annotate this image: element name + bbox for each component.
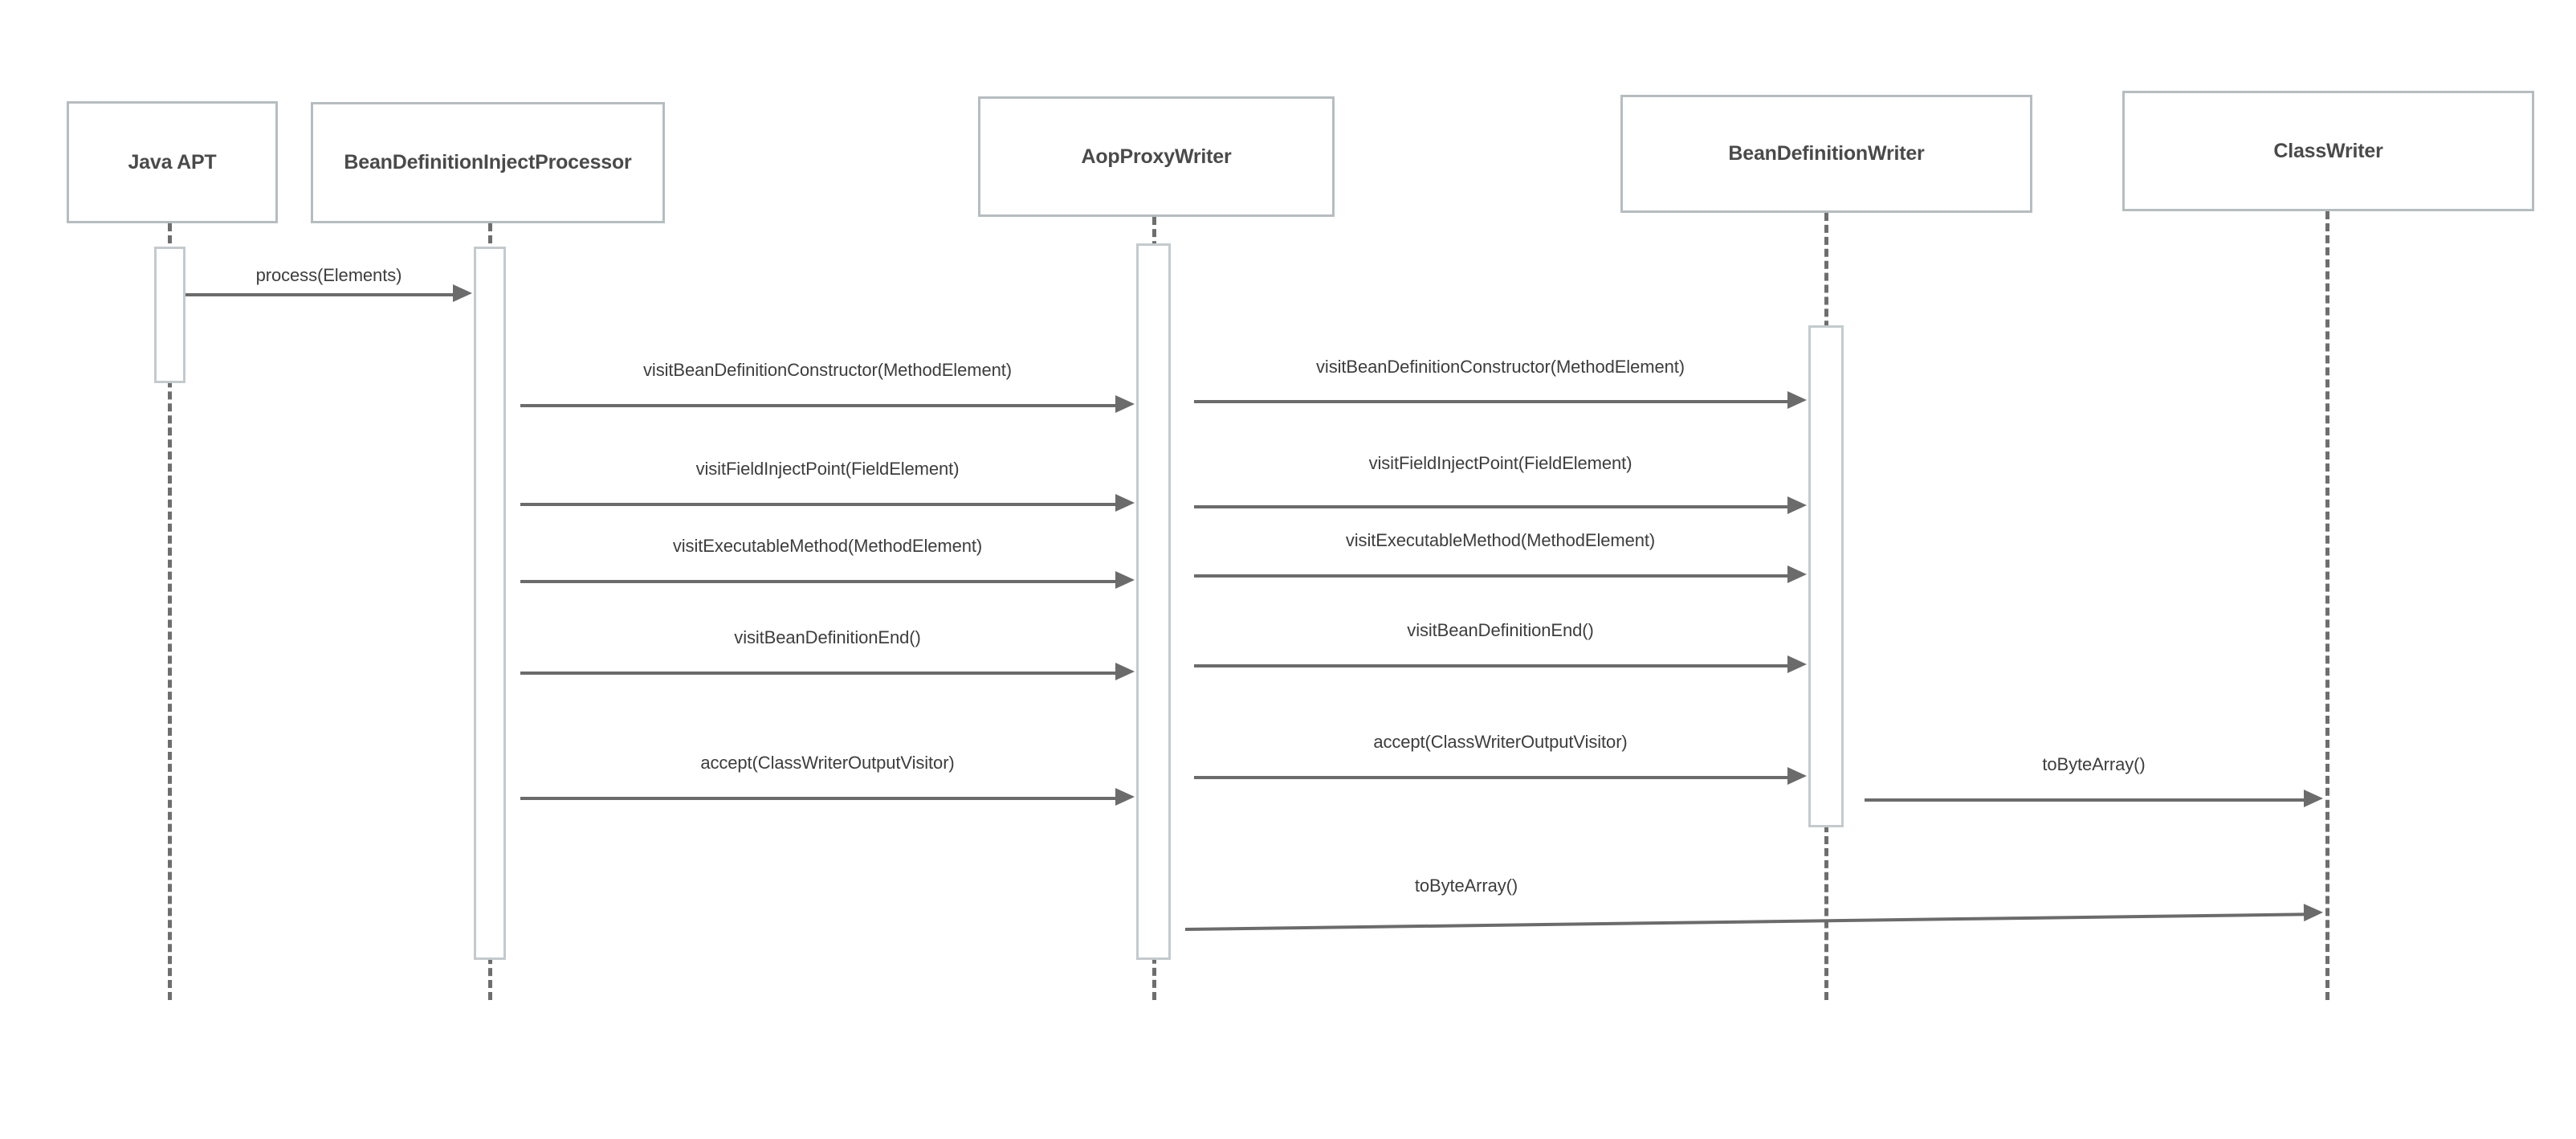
message-label-m12: toByteArray() [2042,754,2146,774]
message-label-m10: accept(ClassWriterOutputVisitor) [700,753,955,773]
message-arrowhead-m4 [1115,494,1135,512]
message-line-m2 [520,404,1120,407]
activation-bean-definition-inject-processor[interactable] [474,247,506,960]
message-line-m10 [520,797,1120,800]
message-line-m8 [520,672,1120,675]
message-label-m2: visitBeanDefinitionConstructor(MethodEle… [643,360,1012,380]
message-arrowhead-m5 [1787,496,1807,514]
message-line-m12 [1865,798,2309,802]
message-arrowhead-m7 [1787,565,1807,583]
participant-label: ClassWriter [2273,139,2383,162]
message-label-m5: visitFieldInjectPoint(FieldElement) [1368,453,1632,473]
activation-java-apt[interactable] [154,247,185,383]
lifeline-class-writer [2325,211,2329,1000]
message-label-m11: accept(ClassWriterOutputVisitor) [1373,732,1628,752]
participant-box-java-apt[interactable]: Java APT [67,101,278,223]
message-arrowhead-m10 [1115,788,1135,806]
message-line-m4 [520,503,1120,506]
participant-box-aop-proxy-writer[interactable]: AopProxyWriter [978,96,1335,217]
message-line-m11 [1194,776,1792,779]
message-arrowhead-m13 [2303,903,2324,922]
message-label-m4: visitFieldInjectPoint(FieldElement) [695,459,960,479]
message-arrowhead-m8 [1115,663,1135,680]
message-label-m6: visitExecutableMethod(MethodElement) [672,536,983,556]
message-line-m1 [185,293,458,296]
message-label-m1: process(Elements) [255,265,402,285]
message-line-m9 [1194,664,1792,667]
message-arrowhead-m1 [453,284,472,302]
participant-box-class-writer[interactable]: ClassWriter [2122,91,2534,211]
activation-aop-proxy-writer[interactable] [1136,243,1171,960]
message-arrowhead-m3 [1787,391,1807,409]
message-line-m7 [1194,574,1792,578]
participant-label: BeanDefinitionInjectProcessor [344,151,632,174]
message-arrowhead-m6 [1115,571,1135,589]
message-arrowhead-m2 [1115,395,1135,413]
message-label-m7: visitExecutableMethod(MethodElement) [1345,530,1656,550]
message-label-m3: visitBeanDefinitionConstructor(MethodEle… [1316,357,1685,377]
message-label-m9: visitBeanDefinitionEnd() [1407,620,1594,640]
message-line-m6 [520,580,1120,583]
message-arrowhead-m11 [1787,767,1807,785]
lifeline-java-apt [168,223,172,1000]
message-line-m3 [1194,400,1792,403]
message-arrowhead-m9 [1787,655,1807,673]
message-line-m13 [1184,912,2309,931]
participant-label: Java APT [128,150,217,174]
message-label-m8: visitBeanDefinitionEnd() [734,627,921,647]
participant-box-bean-definition-inject-processor[interactable]: BeanDefinitionInjectProcessor [311,102,665,223]
participant-label: BeanDefinitionWriter [1728,142,1925,165]
message-line-m5 [1194,505,1792,508]
participant-box-bean-definition-writer[interactable]: BeanDefinitionWriter [1620,95,2032,213]
message-arrowhead-m12 [2304,790,2323,807]
participant-label: AopProxyWriter [1081,145,1232,168]
activation-bean-definition-writer[interactable] [1808,325,1844,827]
message-label-m13: toByteArray() [1414,876,1518,896]
